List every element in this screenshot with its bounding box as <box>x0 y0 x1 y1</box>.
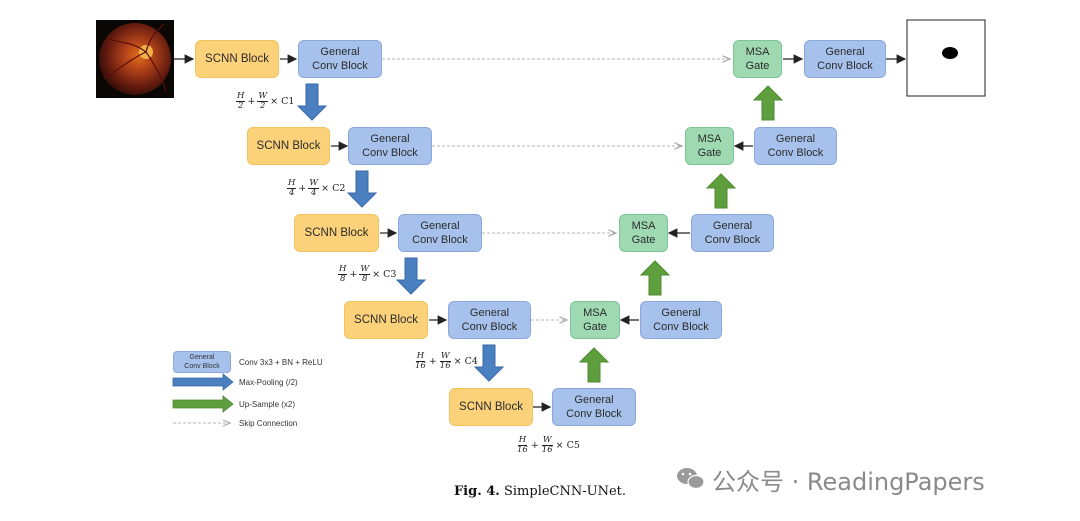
msa-gate-level-4: MSA Gate <box>570 301 620 339</box>
legend-conv-text: Conv 3x3 + BN + ReLU <box>239 358 323 367</box>
scnn-block-label: SCNN Block <box>304 227 369 239</box>
msa-gate-level-3: MSA Gate <box>619 214 668 252</box>
legend-upsample-text: Up-Sample (x2) <box>239 400 296 409</box>
input-fundus-image <box>96 20 174 98</box>
gate-label-line2: Gate <box>583 321 607 333</box>
general-conv-block-decoder-4: General Conv Block <box>640 301 722 339</box>
gate-label-line1: MSA <box>745 46 770 58</box>
block-label-line2: Conv Block <box>767 147 824 159</box>
legend-graphics <box>172 373 234 423</box>
scnn-block-bottleneck: SCNN Block <box>449 388 533 426</box>
block-label-line1: General <box>574 394 614 406</box>
msa-gate-level-2: MSA Gate <box>685 127 734 165</box>
block-label-line2: Conv Block <box>704 234 761 246</box>
general-conv-block-decoder-1: General Conv Block <box>804 40 886 78</box>
general-conv-block-encoder-4: General Conv Block <box>448 301 531 339</box>
block-label-line2: Conv Block <box>817 60 873 72</box>
output-mask-image <box>906 19 986 97</box>
gate-label-line2: Gate <box>697 147 722 159</box>
block-label-line2: Conv Block <box>566 408 622 420</box>
block-label-line1: General <box>661 307 701 319</box>
general-conv-block-bottleneck: General Conv Block <box>552 388 636 426</box>
gate-label-line2: Gate <box>631 234 656 246</box>
scnn-block-label: SCNN Block <box>354 314 418 326</box>
figure-caption: Fig. 4. SimpleCNN-UNet. <box>0 484 1080 499</box>
scnn-block-level-1: SCNN Block <box>195 40 279 78</box>
block-label-line2: Conv Block <box>653 321 709 333</box>
general-conv-block-decoder-3: General Conv Block <box>691 214 774 252</box>
up-sample-arrows <box>578 85 784 383</box>
legend-general-conv-swatch: General Conv Block <box>173 351 231 373</box>
legend-maxpool-text: Max-Pooling (/2) <box>239 378 298 387</box>
gate-label-line2: Gate <box>745 60 770 72</box>
scnn-block-label: SCNN Block <box>256 140 321 152</box>
watermark-text: 公众号 · ReadingPapers <box>712 468 985 496</box>
scnn-block-label: SCNN Block <box>205 53 269 65</box>
block-label-line2: Conv Block <box>312 60 368 72</box>
block-label-line2: Conv Block <box>362 147 418 159</box>
figure-label: Fig. 4. <box>453 484 500 499</box>
block-label-line1: General <box>775 133 816 145</box>
block-label-line1: General <box>370 133 410 145</box>
figure-title: SimpleCNN-UNet. <box>503 484 627 499</box>
legend-skip-text: Skip Connection <box>239 419 298 428</box>
gate-label-line1: MSA <box>631 220 656 232</box>
wechat-icon-spacer <box>676 469 704 491</box>
general-conv-block-encoder-1: General Conv Block <box>298 40 382 78</box>
skip-connections <box>382 59 730 320</box>
block-label-line1: General <box>320 46 360 58</box>
scnn-block-level-3: SCNN Block <box>294 214 379 252</box>
scnn-block-level-2: SCNN Block <box>247 127 330 165</box>
gate-label-line1: MSA <box>697 133 722 145</box>
block-label-line2: Conv Block <box>461 321 518 333</box>
block-label-line1: General <box>420 220 460 232</box>
general-conv-block-encoder-3: General Conv Block <box>398 214 482 252</box>
block-label-line1: General <box>712 220 753 232</box>
msa-gate-level-1: MSA Gate <box>733 40 782 78</box>
gate-label-line1: MSA <box>583 307 607 319</box>
max-pooling-arrows <box>296 83 505 382</box>
watermark: 公众号 · ReadingPapers <box>676 462 985 497</box>
scnn-block-label: SCNN Block <box>459 401 523 413</box>
block-label-line1: General <box>825 46 865 58</box>
block-label-line1: General <box>469 307 510 319</box>
general-conv-block-decoder-2: General Conv Block <box>754 127 837 165</box>
scnn-block-level-4: SCNN Block <box>344 301 428 339</box>
wechat-icon <box>677 468 705 490</box>
block-label-line2: Conv Block <box>412 234 468 246</box>
flow-arrows <box>174 54 907 412</box>
general-conv-block-encoder-2: General Conv Block <box>348 127 432 165</box>
